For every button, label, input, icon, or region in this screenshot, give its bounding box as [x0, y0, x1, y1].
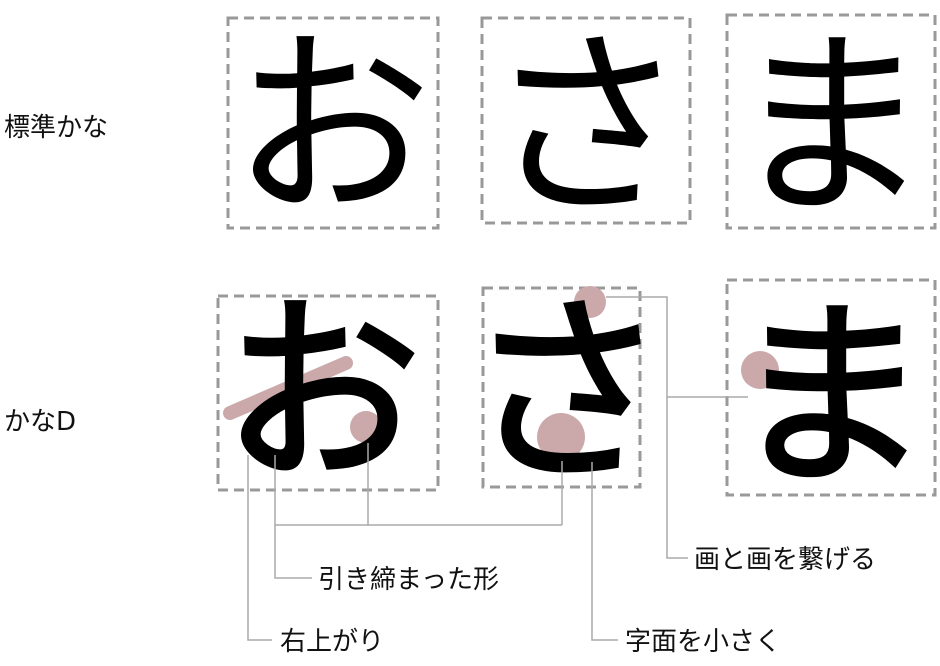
- row-label-standard: 標準かな: [4, 113, 108, 143]
- connection-highlight: [574, 286, 606, 318]
- leader-line: [606, 296, 688, 559]
- glyph-sa-kana-d: さ: [466, 277, 666, 510]
- leader-line: [591, 462, 618, 641]
- leader-line: [274, 455, 312, 579]
- annotation-connect-strokes: 画と画を繋げる: [694, 545, 876, 575]
- rising-stroke-highlight: [223, 356, 353, 420]
- connection-highlight: [741, 351, 779, 389]
- glyph-box: [725, 13, 937, 230]
- glyph-box: [226, 16, 440, 230]
- glyph-o-kana-d: お: [222, 277, 422, 510]
- glyph-sa-standard: さ: [486, 11, 686, 244]
- glyph-ma-kana-d: ま: [731, 281, 931, 514]
- glyph-ma-standard: ま: [731, 11, 931, 244]
- glyph-box: [725, 278, 937, 497]
- leader-line: [247, 455, 272, 641]
- glyph-box: [480, 16, 692, 225]
- row-label-kana-d: かなD: [4, 407, 76, 437]
- dot-highlight: [350, 411, 382, 443]
- glyph-o-standard: お: [232, 11, 432, 244]
- annotation-smaller-face: 字面を小さく: [625, 627, 781, 657]
- annotation-tight-shape: 引き締まった形: [318, 565, 499, 595]
- small-counter-highlight: [537, 413, 585, 461]
- annotation-rising-right: 右上がり: [280, 627, 384, 657]
